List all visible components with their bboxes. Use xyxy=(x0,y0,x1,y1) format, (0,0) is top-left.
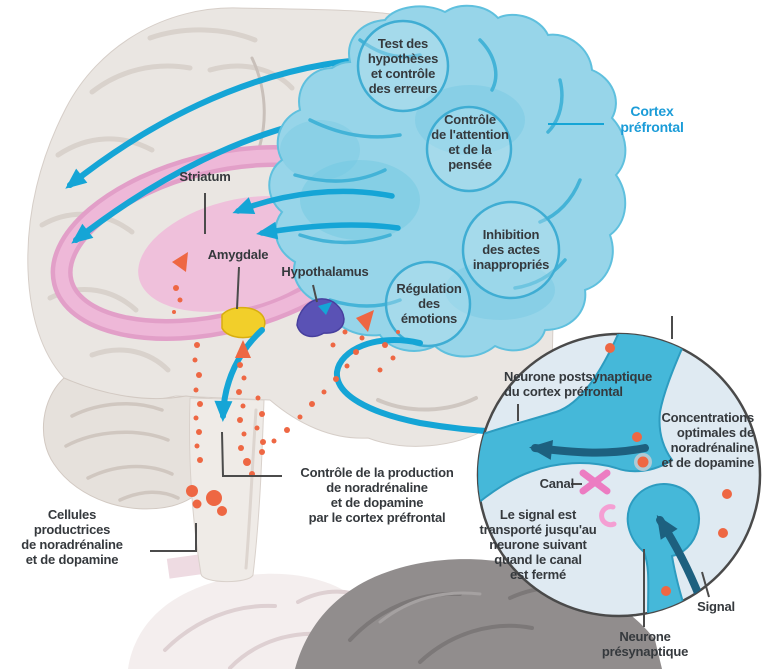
receptor-shape xyxy=(599,504,617,528)
producer-cells-label: Cellules productrices de noradrénaline e… xyxy=(21,507,123,567)
signal-transport-label: Le signal est transporté jusqu'au neuron… xyxy=(479,507,597,582)
postsynaptic-label: Neurone postsynaptique du cortex préfron… xyxy=(504,369,653,399)
dopamine-dots xyxy=(172,252,400,516)
presynaptic-label: Neurone présynaptique xyxy=(601,629,689,659)
cortex-prefrontal-label: Cortex préfrontal xyxy=(620,103,684,135)
striatum-label: Striatum xyxy=(179,169,231,184)
cortex-function-circles xyxy=(356,19,561,348)
amygdala-label: Amygdale xyxy=(207,247,269,262)
hypothalamus-label: Hypothalamus xyxy=(281,264,369,279)
canal-label: Canal xyxy=(539,476,575,491)
hypothalamus-arrow xyxy=(318,302,332,315)
function-circle-label-2: Contrôle de l'attention et de la pensée xyxy=(431,112,509,172)
signal-label: Signal xyxy=(697,599,735,614)
function-circle-label-3: Inhibition des actes inappropriés xyxy=(472,227,550,272)
prefrontal-cortex-shape xyxy=(268,4,627,358)
pathway-arrows xyxy=(214,188,505,435)
leader-lines xyxy=(150,123,710,627)
hypothalamus-shape xyxy=(296,298,345,338)
brain-stem xyxy=(189,397,265,583)
synapse-inset xyxy=(476,332,762,618)
function-circle-label-1: Test des hypothèses et contrôle des erre… xyxy=(367,36,439,96)
function-circle-label-4: Régulation des émotions xyxy=(396,281,462,326)
amygdala-shape xyxy=(221,306,266,339)
production-control-label: Contrôle de la production de noradrénali… xyxy=(300,465,454,525)
canal-shape xyxy=(579,469,611,495)
concentrations-label: Concentrations optimales de noradrénalin… xyxy=(661,410,754,470)
